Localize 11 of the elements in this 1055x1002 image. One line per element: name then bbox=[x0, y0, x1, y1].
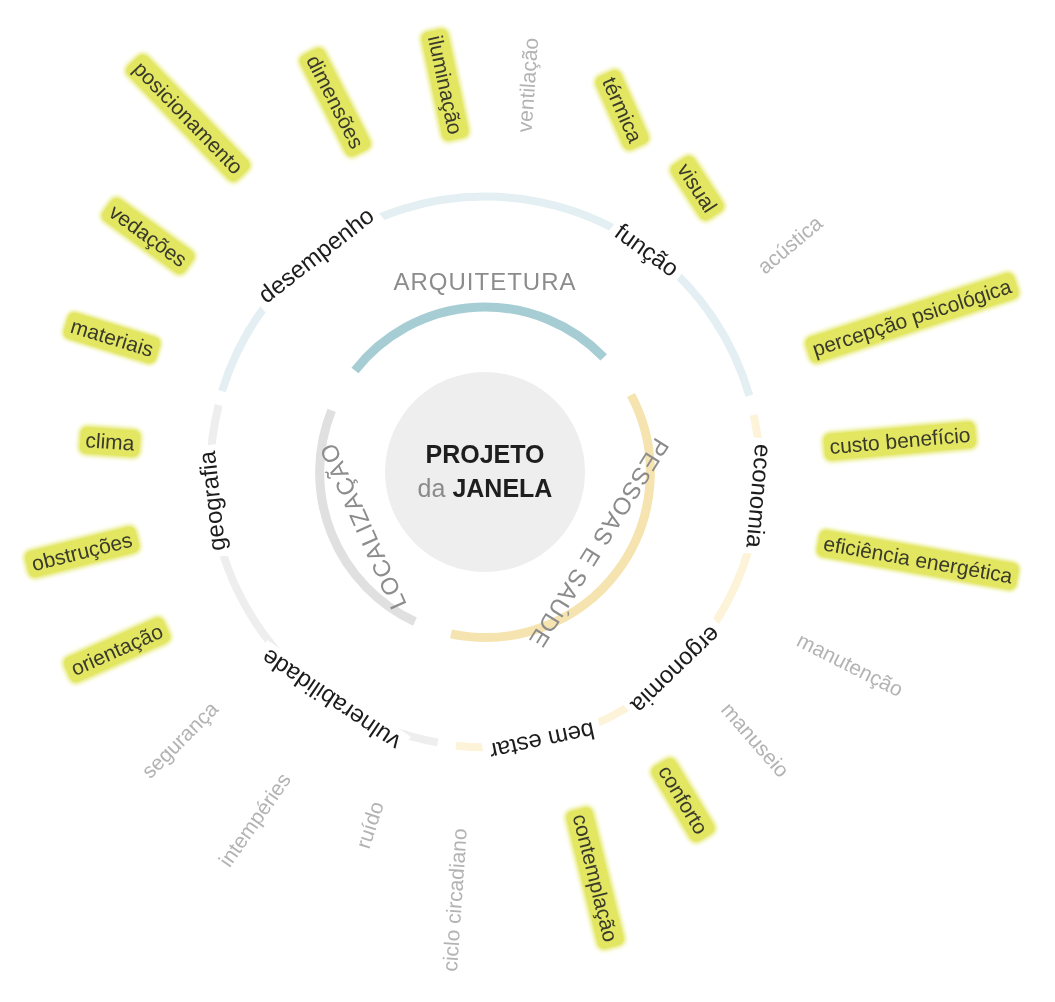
ring-label: ARQUITETURA bbox=[392, 268, 578, 296]
highlighted-keyword: clima bbox=[79, 426, 141, 458]
highlighted-keyword: custo benefício bbox=[823, 421, 977, 461]
center-title: PROJETO da JANELA bbox=[416, 439, 554, 504]
keyword-label: ciclo circadiano bbox=[437, 827, 472, 973]
highlighted-keyword: iluminação bbox=[420, 28, 470, 142]
highlighted-keyword: eficiência energética bbox=[816, 529, 1020, 591]
highlighted-keyword: obstruções bbox=[24, 525, 140, 579]
keyword-label: ventilação bbox=[512, 37, 544, 133]
keyword-label: ruído bbox=[351, 798, 389, 852]
highlighted-keyword: materiais bbox=[62, 311, 162, 365]
